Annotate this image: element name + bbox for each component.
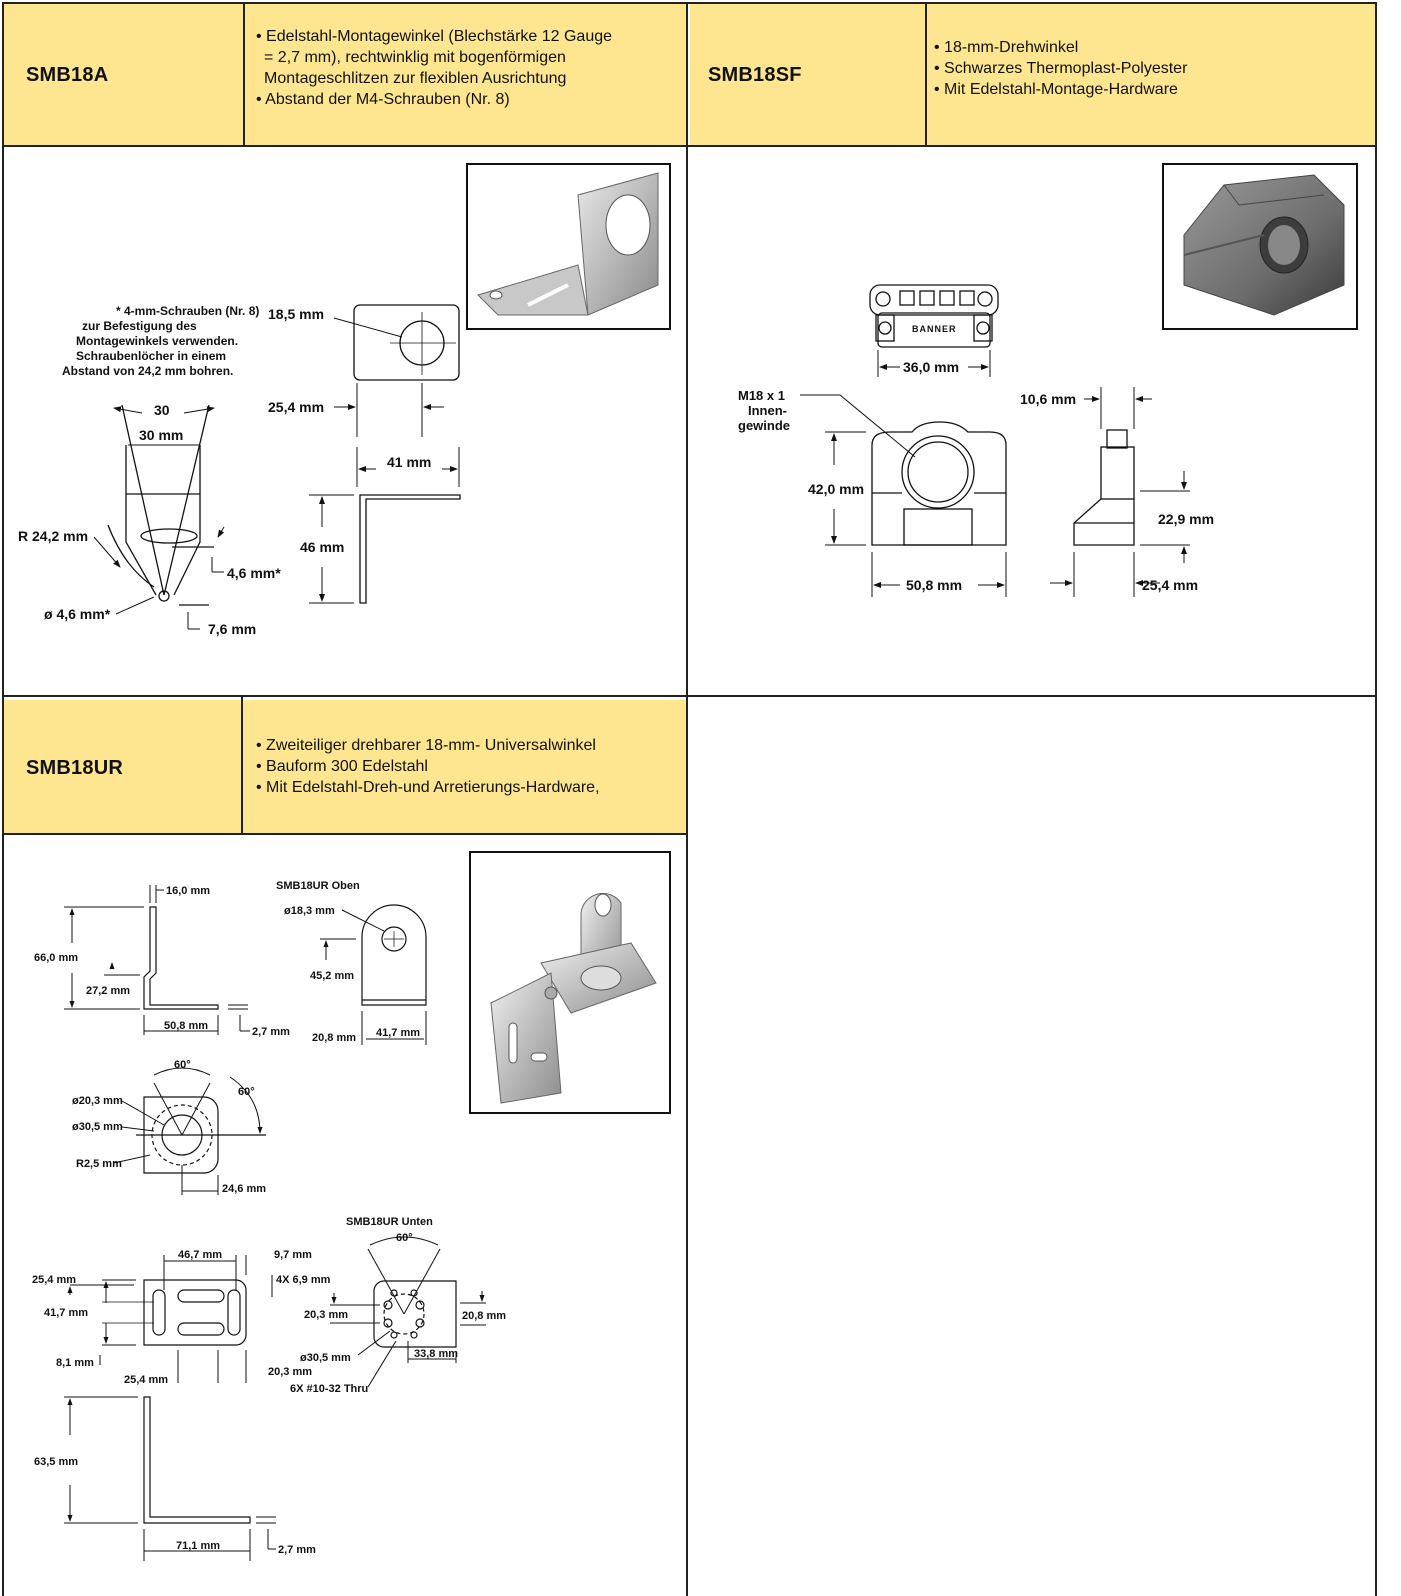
dim-hole-offset: 25,4 mm — [268, 399, 324, 415]
feature-line: • Schwarzes Thermoplast-Polyester — [934, 60, 1188, 77]
feature-line: • 18-mm-Drehwinkel — [934, 39, 1079, 56]
dim-b203: 20,3 mm — [268, 1366, 312, 1378]
dim-hole-dia: 18,5 mm — [268, 306, 324, 322]
dim-c635: 63,5 mm — [34, 1456, 78, 1468]
feature-line: = 2,7 mm), rechtwinklig mit bogenförmige… — [264, 49, 566, 66]
feature-line: • Zweiteiliger drehbarer 18-mm- Universa… — [256, 737, 596, 754]
feature-line: Montageschlitzen zur flexiblen Ausrichtu… — [264, 70, 567, 87]
dim-bot60: 60° — [396, 1232, 413, 1244]
dim-bot6x: 6X #10-32 Thru — [290, 1383, 368, 1395]
dim-b467: 46,7 mm — [178, 1249, 222, 1261]
logo-banner: BANNER — [912, 324, 957, 334]
dim-a272: 27,2 mm — [86, 985, 130, 997]
dim-side-height: 22,9 mm — [1158, 511, 1214, 527]
dim-radius: R 24,2 mm — [18, 528, 88, 544]
dim-d305: ø30,5 mm — [72, 1121, 123, 1133]
dim-top-208: 20,8 mm — [312, 1032, 356, 1044]
dim-side-top: 10,6 mm — [1020, 391, 1076, 407]
smb18ur-features: • Zweiteiliger drehbarer 18-mm- Universa… — [256, 735, 600, 798]
dim-r25: R2,5 mm — [76, 1158, 122, 1170]
dim-b254b: 25,4 mm — [124, 1374, 168, 1386]
feature-line: • Edelstahl-Montagewinkel (Blechstärke 1… — [256, 28, 613, 45]
screw-note: * 4-mm-Schrauben (Nr. 8) zur Befestigung… — [62, 304, 263, 378]
dim-width: 50,8 mm — [906, 577, 962, 593]
dim-b97: 9,7 mm — [274, 1249, 312, 1261]
dim-b254a: 25,4 mm — [32, 1274, 76, 1286]
feature-line: • Bauform 300 Edelstahl — [256, 758, 428, 775]
smb18a-features: • Edelstahl-Montagewinkel (Blechstärke 1… — [256, 26, 612, 110]
feature-line: • Abstand der M4-Schrauben (Nr. 8) — [256, 91, 510, 108]
dim-hole: ø 4,6 mm* — [44, 606, 111, 622]
dim-bot208: 20,8 mm — [462, 1310, 506, 1322]
dim-d203: ø20,3 mm — [72, 1095, 123, 1107]
dim-height: 46 mm — [300, 539, 344, 555]
feature-line: • Mit Edelstahl-Dreh-und Arretierungs-Ha… — [256, 779, 600, 796]
dim-height: 42,0 mm — [808, 481, 864, 497]
dim-bot338: 33,8 mm — [414, 1348, 458, 1360]
dim-c27: 2,7 mm — [278, 1544, 316, 1556]
model-smb18sf: SMB18SF — [708, 64, 802, 86]
dim-ang60a: 60° — [174, 1059, 191, 1071]
dim-b4x: 4X 6,9 mm — [276, 1274, 331, 1286]
smb18sf-header — [690, 3, 1375, 146]
dim-a66: 66,0 mm — [34, 952, 78, 964]
top-view-title: SMB18UR Oben — [276, 880, 360, 892]
dim-a27: 2,7 mm — [252, 1026, 290, 1038]
smb18a-header — [3, 3, 686, 146]
dim-width-top: 30 mm — [139, 427, 183, 443]
dim-w246: 24,6 mm — [222, 1183, 266, 1195]
dim-angle: 30 — [154, 402, 170, 418]
dim-side-base: 25,4 mm — [1142, 577, 1198, 593]
dim-top-452: 45,2 mm — [310, 970, 354, 982]
dim-ang60b: 60° — [238, 1086, 255, 1098]
dim-b81: 8,1 mm — [56, 1357, 94, 1369]
dim-length: 41 mm — [387, 454, 431, 470]
bottom-view-title: SMB18UR Unten — [346, 1216, 433, 1228]
dim-thread: M18 x 1 Innen- gewinde — [738, 388, 791, 433]
smb18a-photo — [466, 163, 671, 330]
smb18ur-photo — [469, 851, 671, 1114]
dim-offset: 7,6 mm — [208, 621, 256, 637]
dim-a508: 50,8 mm — [164, 1020, 208, 1032]
dim-c711: 71,1 mm — [176, 1540, 220, 1552]
feature-line: • Mit Edelstahl-Montage-Hardware — [934, 81, 1178, 98]
dim-b417: 41,7 mm — [44, 1307, 88, 1319]
smb18sf-features: • 18-mm-Drehwinkel • Schwarzes Thermopla… — [934, 37, 1187, 100]
smb18a-drawing: * 4-mm-Schrauben (Nr. 8) zur Befestigung… — [18, 304, 461, 637]
model-smb18a: SMB18A — [26, 64, 109, 86]
smb18ur-header — [3, 700, 686, 834]
smb18ur-drawing: 16,0 mm 66,0 mm 27,2 mm 50,8 mm 2,7 mm S… — [32, 880, 506, 1561]
dim-top-dia: ø18,3 mm — [284, 905, 335, 917]
smb18sf-drawing: BANNER 36,0 mm M18 x 1 Innen- gewinde 42… — [738, 284, 1214, 597]
dim-bot305: ø30,5 mm — [300, 1352, 351, 1364]
model-smb18ur: SMB18UR — [26, 757, 123, 779]
dim-a16: 16,0 mm — [166, 885, 210, 897]
smb18sf-photo — [1162, 163, 1358, 330]
dim-bot203: 20,3 mm — [304, 1309, 348, 1321]
dim-top-417: 41,7 mm — [376, 1027, 420, 1039]
dim-slot: 4,6 mm* — [227, 565, 281, 581]
dim-top-width: 36,0 mm — [903, 359, 959, 375]
